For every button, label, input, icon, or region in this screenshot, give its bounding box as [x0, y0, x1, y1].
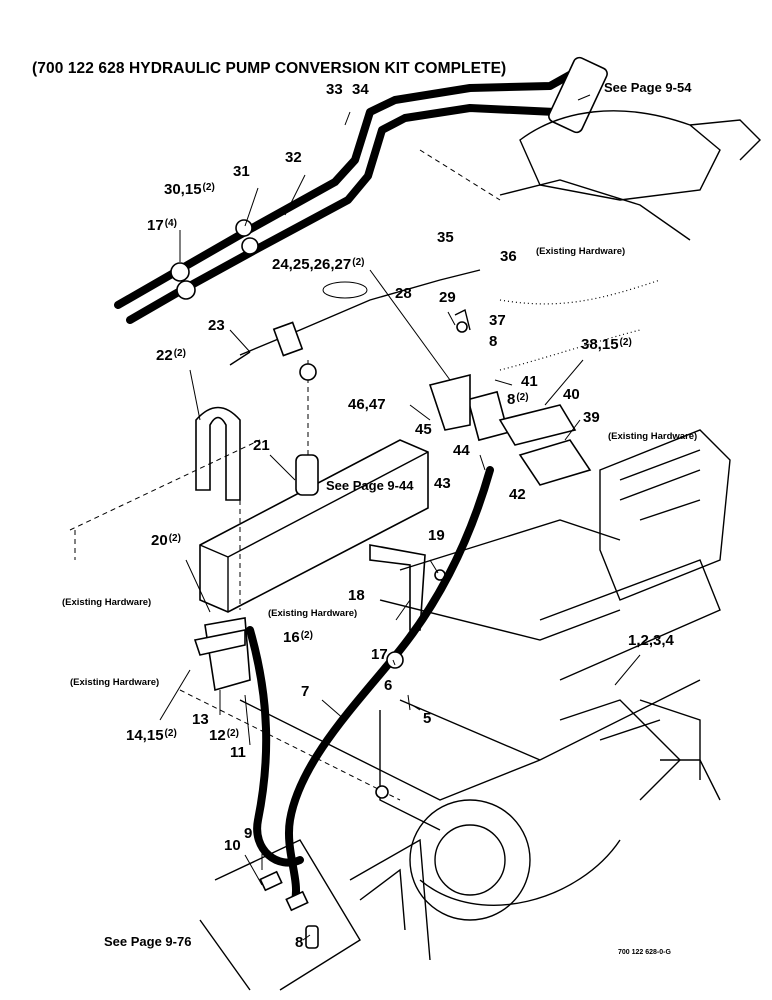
callout-11: 11 — [230, 744, 246, 761]
leader-lines — [159, 94, 641, 941]
callout-21: 21 — [253, 437, 270, 454]
callout-39: 39 — [583, 409, 600, 426]
callout-34: 34 — [352, 81, 369, 98]
callout-28: 28 — [395, 285, 412, 302]
lower-fittings — [259, 870, 319, 949]
callout-23: 23 — [208, 317, 225, 334]
existing-hardware-label-top: (Existing Hardware) — [536, 246, 626, 257]
callout-9: 9 — [244, 825, 253, 842]
existing-hardware-label-middle: (Existing Hardware) — [268, 608, 358, 619]
callout-44: 44 — [453, 442, 470, 459]
upper-hydraulic-lines — [114, 68, 582, 324]
callout-24-27: 24,25,26,27(2) — [272, 256, 365, 273]
drawing-code: 700 122 628-0-G — [618, 949, 671, 956]
callout-40: 40 — [563, 386, 580, 403]
u-bolt — [195, 406, 241, 610]
callout-30-15: 30,15(2) — [164, 181, 215, 198]
control-cable — [229, 269, 661, 371]
callout-12: 12(2) — [209, 727, 239, 744]
control-valve — [428, 308, 592, 486]
callout-10: 10 — [224, 837, 241, 854]
page-ref-top-right[interactable]: See Page 9-54 — [604, 80, 692, 95]
callout-16: 16(2) — [283, 629, 313, 646]
diagram-title: (700 122 628 HYDRAULIC PUMP CONVERSION K… — [32, 60, 507, 77]
callout-32: 32 — [285, 149, 302, 166]
callout-1-2-3-4: 1,2,3,4 — [628, 632, 674, 649]
existing-hardware-label-left-upper: (Existing Hardware) — [62, 597, 152, 608]
callout-45: 45 — [415, 421, 432, 438]
tractor-frame — [69, 429, 731, 991]
callout-13: 13 — [192, 711, 209, 728]
existing-hardware-label-right: (Existing Hardware) — [608, 431, 698, 442]
callout-18: 18 — [348, 587, 365, 604]
callout-17-top: 17(4) — [147, 217, 177, 234]
reservoir-tank — [199, 360, 429, 613]
callout-7: 7 — [301, 683, 310, 700]
callout-35: 35 — [437, 229, 454, 246]
callout-46-47: 46,47 — [348, 396, 386, 413]
line-bracket — [369, 544, 446, 631]
callout-8-upper: 8 — [489, 333, 498, 350]
callout-20: 20(2) — [151, 532, 181, 549]
callout-19: 19 — [428, 527, 445, 544]
callout-36: 36 — [500, 248, 517, 265]
callout-41: 41 — [521, 373, 538, 390]
tank-bracket — [193, 617, 251, 692]
callout-37: 37 — [489, 312, 506, 329]
callout-42: 42 — [509, 486, 526, 503]
callout-5: 5 — [423, 710, 432, 727]
callout-17-bottom: 17 — [371, 646, 388, 663]
existing-hardware-label-left-lower: (Existing Hardware) — [70, 677, 160, 688]
callout-14-15: 14,15(2) — [126, 727, 177, 744]
page-ref-reservoir[interactable]: See Page 9-44 — [326, 478, 414, 493]
callout-31: 31 — [233, 163, 250, 180]
callout-22: 22(2) — [156, 347, 186, 364]
page-ref-bottom-left[interactable]: See Page 9-76 — [104, 934, 192, 949]
callout-8-bottom: 8 — [295, 934, 304, 951]
callout-33: 33 — [326, 81, 343, 98]
callout-29: 29 — [439, 289, 456, 306]
pump-assembly — [419, 56, 761, 241]
callout-8-middle: 8(2) — [507, 391, 529, 408]
callout-6: 6 — [384, 677, 393, 694]
callout-43: 43 — [434, 475, 451, 492]
lower-hoses — [246, 466, 494, 904]
callout-38-15: 38,15(2) — [581, 336, 632, 353]
line-clamps — [170, 219, 259, 300]
